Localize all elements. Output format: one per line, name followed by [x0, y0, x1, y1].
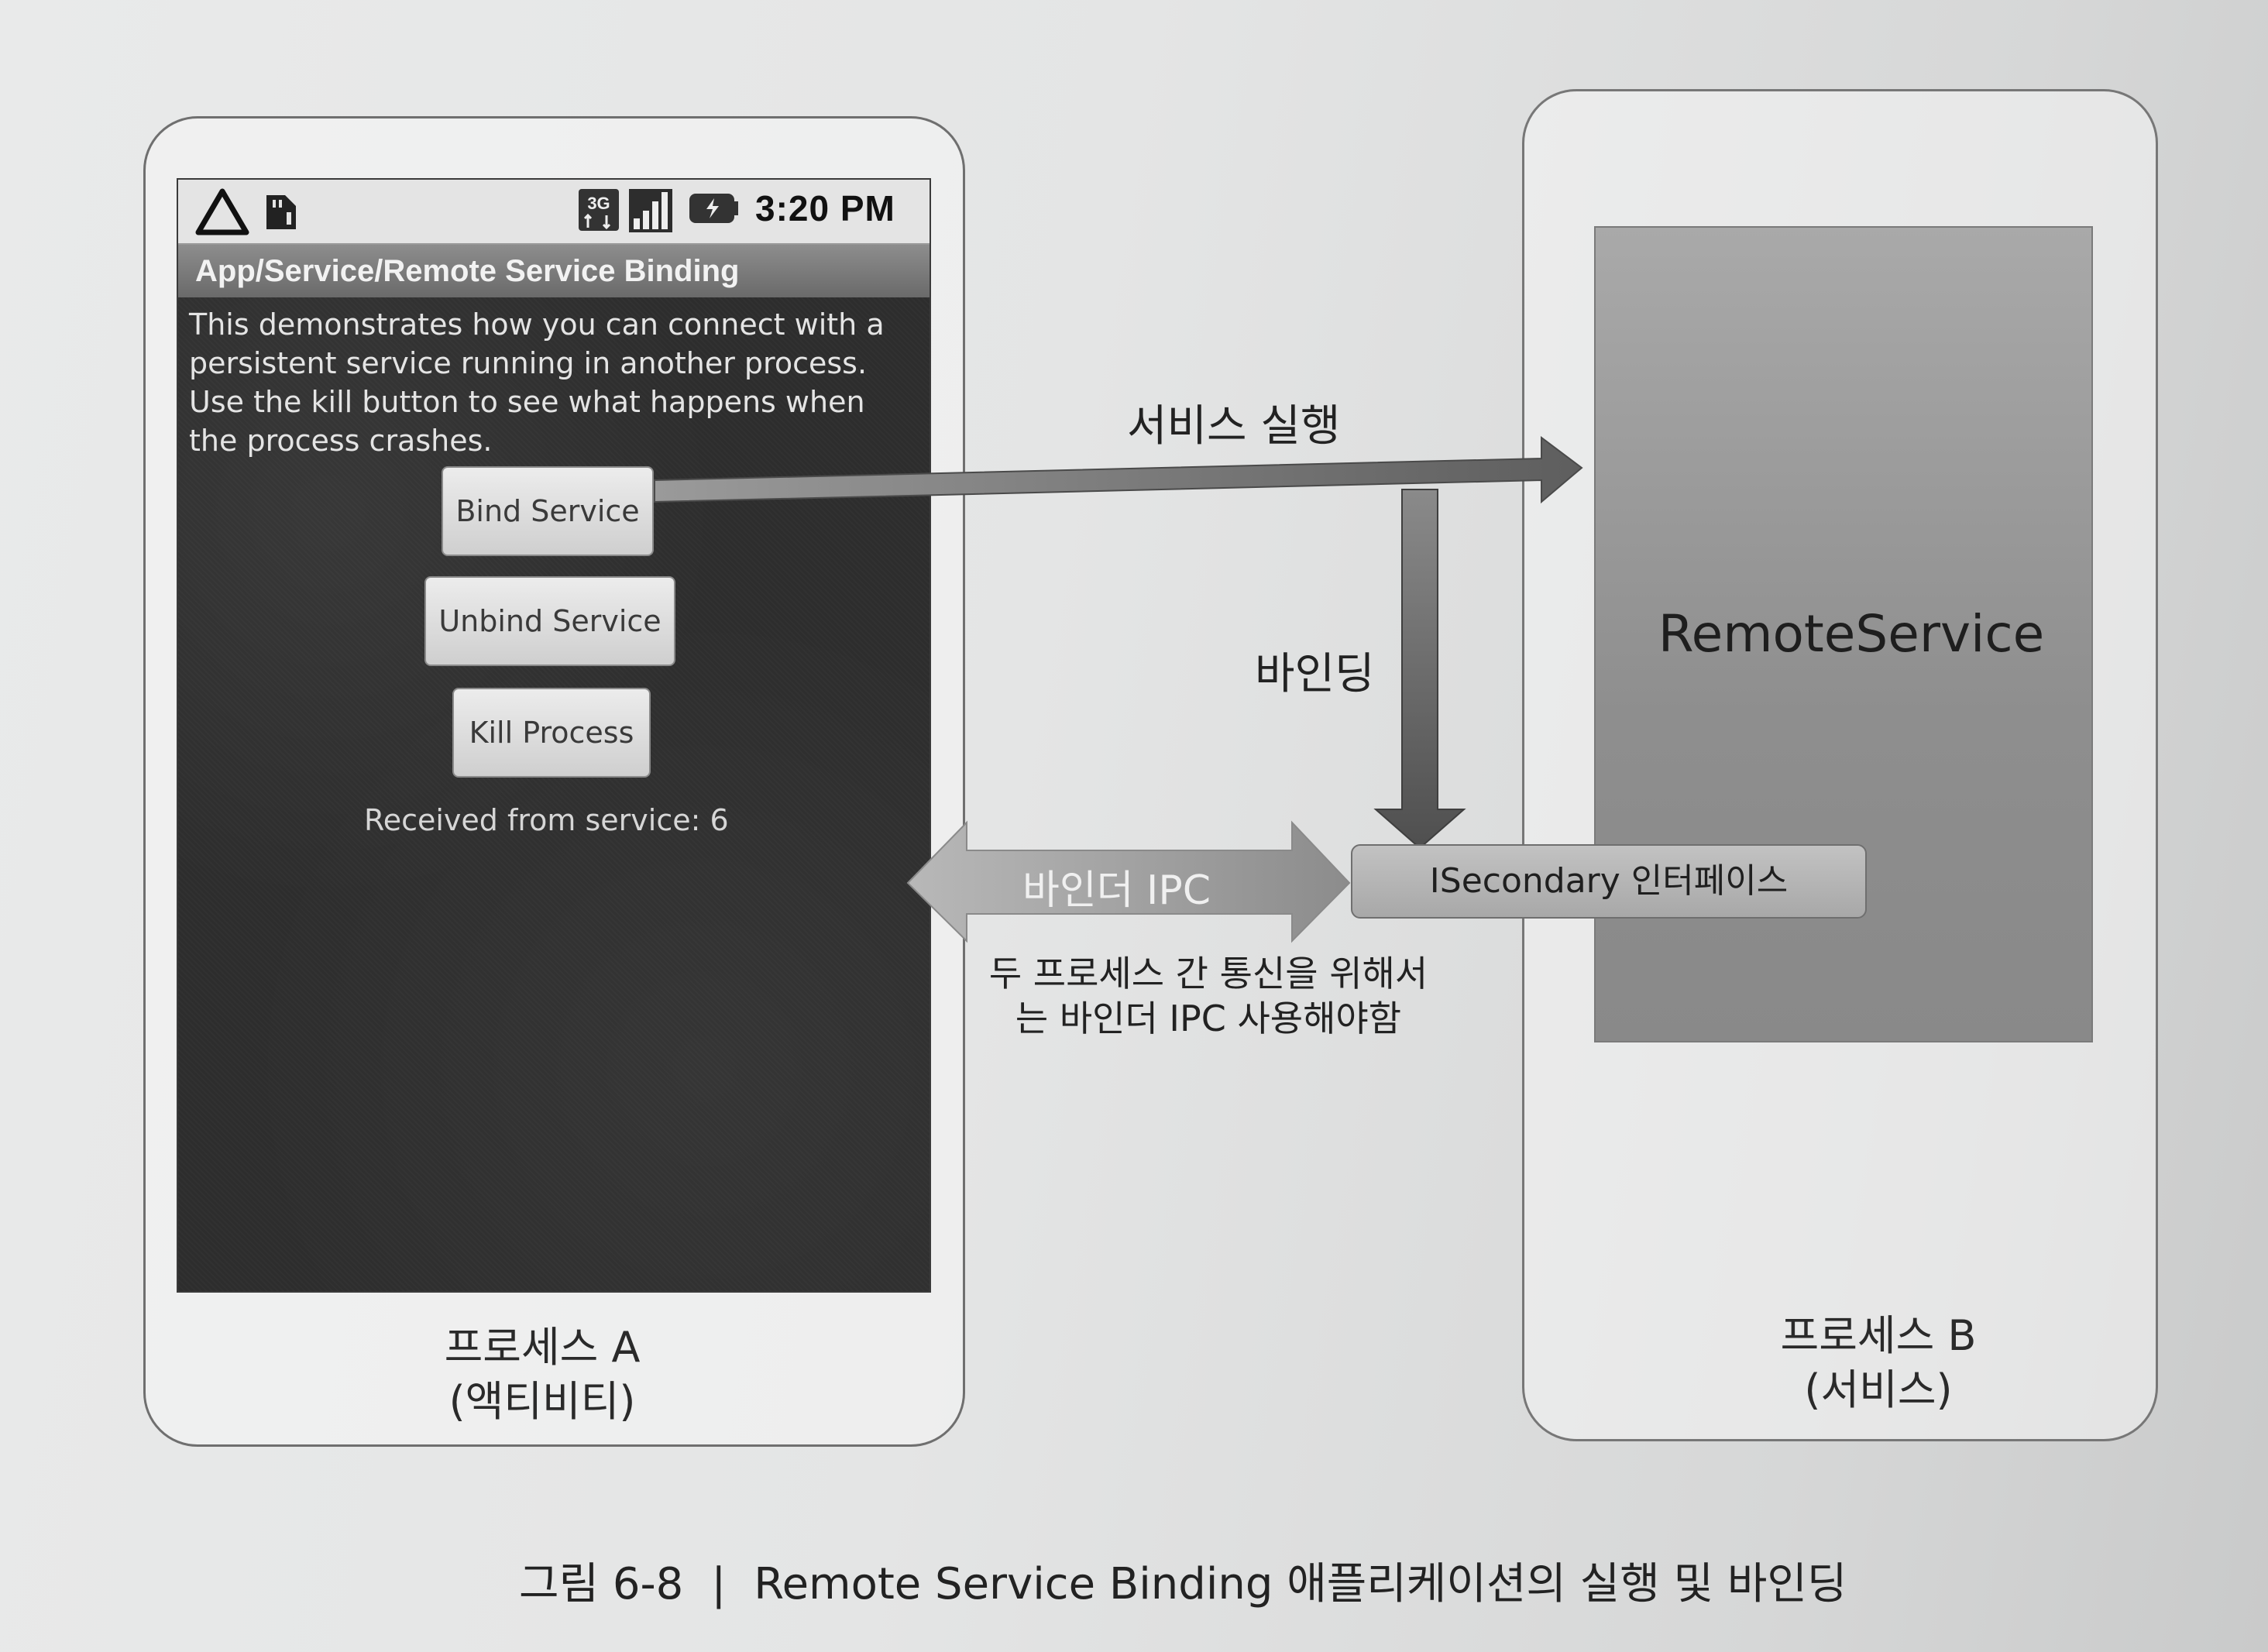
signal-strength-icon: [629, 189, 672, 232]
caption-text: Remote Service Binding 애플리케이션의 실행 및 바인딩: [754, 1559, 1847, 1609]
phone-screen: 3G 3:20 PM App/Service/Remote Service Bi…: [177, 178, 931, 1293]
process-b-name: 프로세스 B: [1780, 1311, 1977, 1360]
status-time: 3:20 PM: [755, 188, 895, 228]
svg-text:3G: 3G: [587, 194, 610, 213]
process-a-name: 프로세스 A: [444, 1323, 641, 1372]
remote-service-label: RemoteService: [1658, 604, 2045, 664]
app-title-bar: App/Service/Remote Service Binding: [178, 245, 930, 297]
service-run-label: 서비스 실행: [1127, 401, 1341, 452]
network-3g-icon: 3G: [579, 189, 619, 231]
bind-service-button[interactable]: Bind Service: [442, 466, 654, 556]
process-a-label: 프로세스 A (액티비티): [387, 1321, 697, 1429]
caption-separator: |: [711, 1559, 727, 1609]
process-a-role: (액티비티): [448, 1377, 636, 1426]
kill-process-button[interactable]: Kill Process: [452, 688, 651, 778]
received-status: Received from service: 6: [364, 803, 729, 837]
ipc-note: 두 프로세스 간 통신을 위해서 는 바인더 IPC 사용해야함: [960, 951, 1456, 1041]
status-bar: 3G 3:20 PM: [178, 180, 930, 245]
binding-arrow: [1373, 489, 1466, 850]
process-b-role: (서비스): [1804, 1365, 1953, 1414]
warning-icon: [195, 188, 249, 235]
isecondary-interface-label: ISecondary 인터페이스: [1429, 861, 1789, 901]
sd-card-icon: [266, 195, 296, 229]
figure-caption: 그림 6-8 | Remote Service Binding 애플리케이션의 실행…: [519, 1549, 1847, 1612]
battery-icon: [689, 194, 738, 223]
process-b-label: 프로세스 B (서비스): [1723, 1309, 2033, 1417]
binder-ipc-label: 바인더 IPC: [1022, 867, 1211, 914]
binder-ipc-arrow: [906, 820, 1351, 943]
service-run-arrow: [654, 436, 1583, 504]
isecondary-interface-box: ISecondary 인터페이스: [1351, 844, 1867, 919]
description-text: This demonstrates how you can connect wi…: [189, 307, 885, 458]
app-title: App/Service/Remote Service Binding: [195, 254, 740, 288]
unbind-service-button[interactable]: Unbind Service: [424, 576, 675, 666]
binding-label: 바인딩: [1255, 649, 1375, 699]
ipc-note-line2: 는 바인더 IPC 사용해야함: [1015, 998, 1402, 1039]
figure-number: 그림 6-8: [519, 1559, 684, 1609]
ipc-note-line1: 두 프로세스 간 통신을 위해서: [988, 953, 1428, 994]
